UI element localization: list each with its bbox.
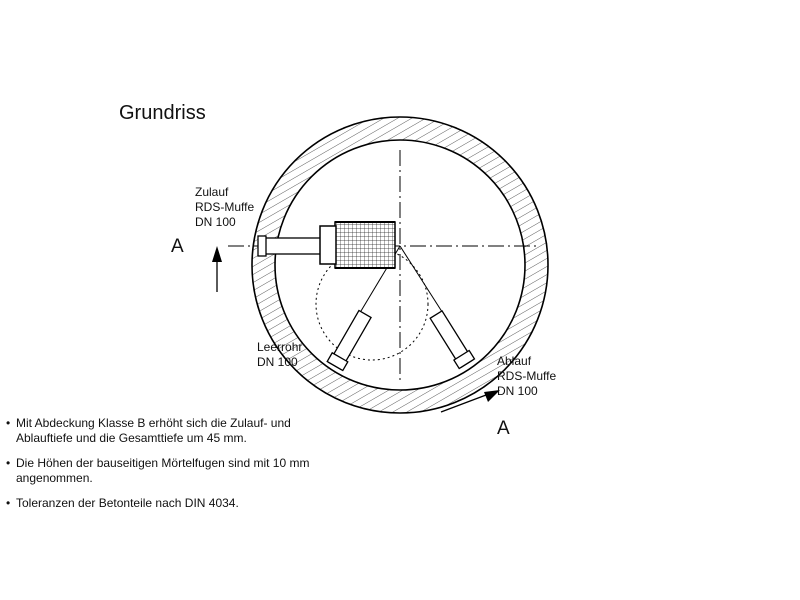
section-arrow-left-head <box>212 246 222 262</box>
section-marker-left: A <box>171 236 184 257</box>
inner-dotted-circle <box>315 247 429 361</box>
filter-basket-flange <box>319 225 337 265</box>
section-marker-right: A <box>497 418 510 439</box>
drawing-title: Grundriss <box>119 102 206 124</box>
ring-outer-edge <box>251 116 549 414</box>
diagonal-guide-right <box>399 245 447 319</box>
section-arrow-right-head <box>484 390 500 402</box>
inlet-socket <box>257 235 267 257</box>
section-arrow-right-shaft <box>440 391 495 413</box>
note-item: Toleranzen der Betonteile nach DIN 4034. <box>6 496 309 511</box>
note-item: Mit Abdeckung Klasse B erhöht sich die Z… <box>6 416 309 446</box>
conduit-pipe <box>326 309 372 372</box>
outlet-label: Ablauf RDS-Muffe DN 100 <box>497 354 557 398</box>
conduit-label: Leerrohr DN 100 <box>257 340 303 369</box>
filter-basket <box>334 221 396 269</box>
notes-list: Mit Abdeckung Klasse B erhöht sich die Z… <box>6 416 309 521</box>
outlet-pipe <box>429 309 476 370</box>
note-item: Die Höhen der bauseitigen Mörtelfugen si… <box>6 456 309 486</box>
ring-inner-edge <box>274 139 526 391</box>
inlet-label: Zulauf RDS-Muffe DN 100 <box>195 185 255 229</box>
inlet-pipe <box>261 237 323 255</box>
